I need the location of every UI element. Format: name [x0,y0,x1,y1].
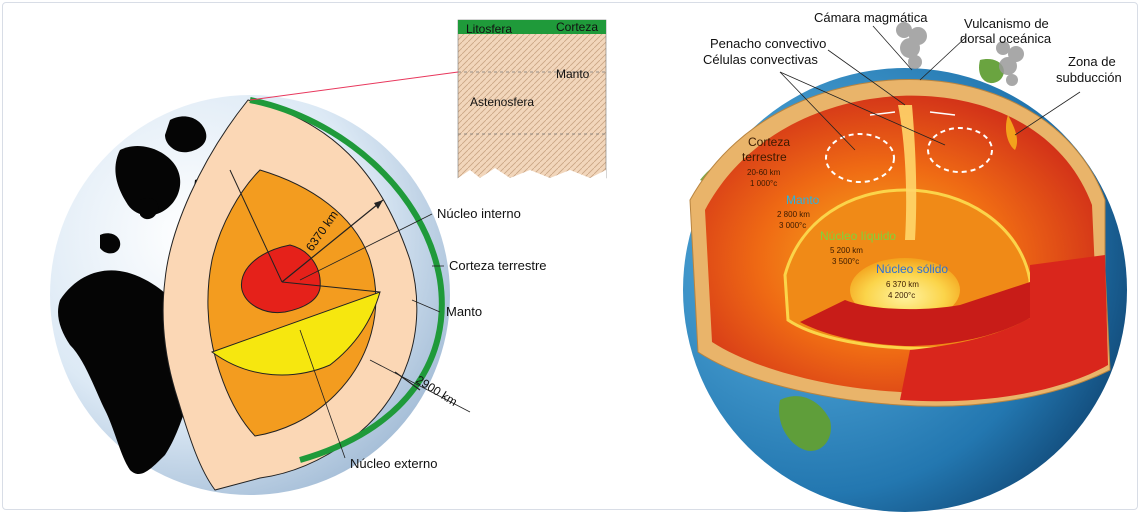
label-corteza-1: Corteza [748,135,790,149]
label-nucleo-externo: Núcleo externo [350,456,437,471]
continent-green-2 [979,59,1004,84]
yellow-section [210,291,381,376]
label-manto: Manto [786,193,820,207]
label-corteza-terrestre: Corteza terrestre [449,258,547,273]
label-corteza-temp: 1 000°c [750,179,777,188]
continent-islands [100,116,216,254]
label-nucleo-solido-km: 6 370 km [886,280,919,289]
label-nucleo-solido-temp: 4 200°c [888,291,915,300]
radius-arrow [281,199,384,283]
continent-europe [115,145,181,216]
inset-litosfera: Litosfera [466,22,512,36]
convective-plume [898,105,917,240]
label-nucleo-liquido-km: 5 200 km [830,246,863,255]
subduction-magma [1005,115,1018,150]
label-vulcanismo-2: dorsal oceánica [960,31,1052,46]
label-zona-2: subducción [1056,70,1122,85]
label-corteza-km: 20-60 km [747,168,781,177]
label-manto: Manto [446,304,482,319]
label-vulcanismo-1: Vulcanismo de [964,16,1049,31]
volcano-smoke-left [896,22,927,69]
inset-corteza: Corteza [556,20,598,34]
left-earth-diagram: 6370 km Litosfera Corteza Manto Astenosf… [50,19,607,495]
front-slice [900,255,1108,402]
label-nucleo-liquido: Núcleo líquido [820,229,896,243]
inner-core-region [850,258,960,322]
label-zona-1: Zona de [1068,54,1116,69]
label-celulas: Células convectivas [703,52,818,67]
label-nucleo-solido: Núcleo sólido [876,262,948,276]
inset-astenosfera: Astenosfera [470,95,534,109]
label-penacho: Penacho convectivo [710,36,826,51]
label-corteza-2: terrestre [742,150,787,164]
right-earth-diagram: Cámara magmática Vulcanismo de dorsal oc… [683,10,1127,512]
label-camara-magmatica: Cámara magmática [814,10,928,25]
label-nucleo-interno: Núcleo interno [437,206,521,221]
front-slice-core [800,282,1030,346]
continent-africa [58,270,196,475]
label-manto-km: 2 800 km [777,210,810,219]
convective-cell-left [825,133,895,183]
convective-cell-right [927,127,993,173]
label-manto-temp: 3 000°c [779,221,806,230]
inset-manto: Manto [556,67,590,81]
label-nucleo-liquido-temp: 3 500°c [832,257,859,266]
continent-green-1 [779,396,831,451]
crust-rim [249,97,445,463]
volcano-smoke-right [996,41,1024,86]
crust-inset: Litosfera Corteza Manto Astenosfera [457,19,607,182]
